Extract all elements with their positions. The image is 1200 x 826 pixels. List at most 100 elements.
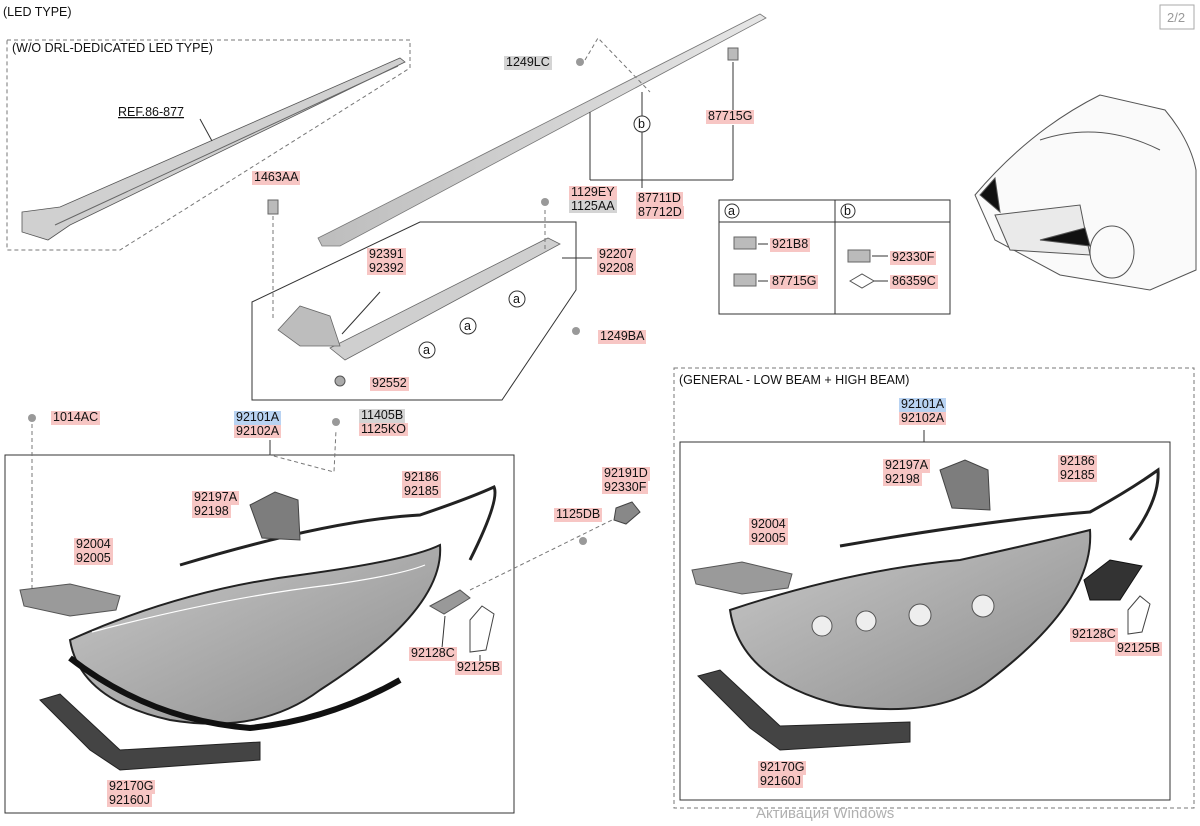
right-actuator xyxy=(939,459,991,511)
part-number: 92128C xyxy=(1070,627,1118,642)
part-label-92125b-right[interactable]: 92125B xyxy=(1115,641,1163,656)
table-col-b xyxy=(840,203,856,219)
part-number: 87715G xyxy=(706,109,755,124)
part-label-92125b-left[interactable]: 92125B xyxy=(455,660,503,675)
part-number: 92160J xyxy=(758,773,804,788)
bolt-1249ba-icon xyxy=(572,327,580,335)
section-general-title: (GENERAL - LOW BEAM + HIGH BEAM) xyxy=(679,373,909,387)
drl-strip-reference xyxy=(21,57,406,241)
section-wo-drl-title: (W/O DRL-DEDICATED LED TYPE) xyxy=(12,41,213,55)
part-number: 92208 xyxy=(597,260,636,275)
part-number: 92185 xyxy=(402,483,441,498)
right-bracket-lower xyxy=(697,669,911,751)
left-bracket-upper xyxy=(19,583,121,617)
part-number: 92191D xyxy=(602,466,650,481)
part-number: 92391 xyxy=(367,247,406,262)
part-number: 92102A xyxy=(899,410,947,425)
page-indicator-box[interactable] xyxy=(1159,4,1195,30)
part-label-92128c-right[interactable]: 92128C xyxy=(1070,627,1118,642)
part-number: 92005 xyxy=(749,530,788,545)
part-number: 87715G xyxy=(770,274,819,289)
part-number: 92005 xyxy=(74,550,113,565)
callout-a-3 xyxy=(508,290,526,308)
part-label-1249ba[interactable]: 1249BA xyxy=(598,329,647,344)
clip-1463aa-icon xyxy=(267,199,279,215)
clip-icon xyxy=(727,47,739,61)
top-drl-strip xyxy=(317,13,767,247)
part-number: 1129EY xyxy=(569,185,617,200)
part-label-92128c-left[interactable]: 92128C xyxy=(409,646,457,661)
left-bracket-lower xyxy=(39,693,261,771)
part-number: 87712D xyxy=(636,204,684,219)
part-label-86359c[interactable]: 86359C xyxy=(890,274,938,289)
watermark: Активация Windows xyxy=(756,805,894,821)
part-number: 92185 xyxy=(1058,467,1097,482)
part-number: 86359C xyxy=(890,274,938,289)
svg-text:a: a xyxy=(464,319,471,333)
svg-text:a: a xyxy=(728,204,735,218)
part-label-1249lc[interactable]: 1249LC xyxy=(504,55,552,70)
clip-87715g-icon xyxy=(733,273,757,287)
part-number: 92101A xyxy=(234,410,282,425)
part-number: 921B8 xyxy=(770,237,811,252)
clip-921b8-icon xyxy=(733,236,757,250)
svg-text:a: a xyxy=(513,292,520,306)
part-number: 92160J xyxy=(107,792,153,807)
drl-module xyxy=(277,237,561,361)
part-number: 92330F xyxy=(890,250,937,265)
part-number: 92004 xyxy=(74,537,113,552)
svg-text:b: b xyxy=(638,117,645,131)
connector-92191d-icon xyxy=(613,501,641,525)
left-cover-92125b xyxy=(469,605,495,653)
part-label-87715g-top[interactable]: 87715G xyxy=(706,109,755,124)
part-number: 1249BA xyxy=(598,329,647,344)
screw-icon xyxy=(541,198,549,206)
part-number: 92125B xyxy=(455,660,503,675)
part-label-1014ac[interactable]: 1014AC xyxy=(51,410,101,425)
left-clip-92128c xyxy=(428,589,471,615)
part-number: 92197A xyxy=(192,490,240,505)
part-number: 92004 xyxy=(749,517,788,532)
part-number: 87711D xyxy=(636,191,683,206)
part-label-1125db[interactable]: 1125DB xyxy=(554,507,603,522)
svg-text:b: b xyxy=(844,204,851,218)
part-number: 1125AA xyxy=(569,198,617,213)
vehicle-thumbnail xyxy=(974,94,1197,291)
part-number: 1463AA xyxy=(252,170,301,185)
callout-a-2 xyxy=(459,317,477,335)
part-number: 92198 xyxy=(883,471,922,486)
bolt-1125db-icon xyxy=(579,537,587,545)
part-number: 92102A xyxy=(234,423,282,438)
part-number: 92198 xyxy=(192,503,231,518)
part-label-92552[interactable]: 92552 xyxy=(370,376,409,391)
part-label-1463aa[interactable]: 1463AA xyxy=(252,170,301,185)
part-label-92330f-box[interactable]: 92330F xyxy=(890,250,937,265)
part-number: 11405B xyxy=(359,408,406,423)
part-number: 92330F xyxy=(602,479,649,494)
part-number: 1125KO xyxy=(359,421,408,436)
bolt-icon xyxy=(576,58,584,66)
part-label-87715g-box[interactable]: 87715G xyxy=(770,274,819,289)
part-number: 92392 xyxy=(367,260,406,275)
part-label-921b8[interactable]: 921B8 xyxy=(770,237,811,252)
part-number: 1014AC xyxy=(51,410,101,425)
diagram-title: (LED TYPE) xyxy=(3,5,72,19)
bolt-11405b-icon xyxy=(332,418,340,426)
clip-92330f-icon xyxy=(847,249,871,263)
